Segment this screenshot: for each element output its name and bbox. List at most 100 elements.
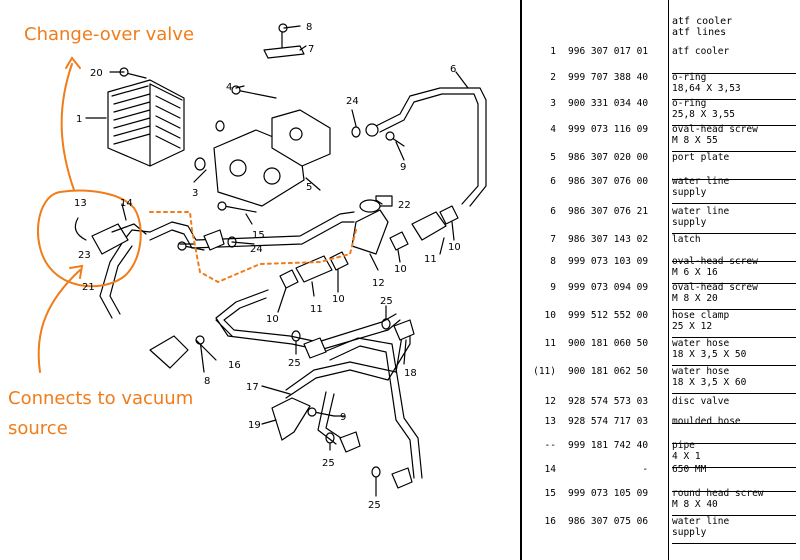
parts-row-description-line2: 25 X 12 [672,320,713,332]
callout-4: 4 [226,82,232,93]
callout-21: 21 [82,282,95,293]
o-ring-3 [194,157,206,171]
parts-row-position: 1 [550,46,556,57]
parts-row-divider [672,543,796,544]
port-plate-5 [213,109,331,207]
callout-20: 20 [90,68,103,79]
parts-row-part-number: 928 574 717 03 [568,416,649,427]
parts-row-description-line2: 25,8 X 3,55 [672,108,735,120]
parts-row-part-number: 900 331 034 40 [568,98,649,109]
parts-row-divider [672,233,796,234]
callout-15: 15 [252,230,265,241]
parts-row-divider [672,423,796,424]
parts-row-description-line2: M 6 X 16 [672,266,718,278]
parts-row-description-line2: supply [672,186,707,198]
parts-row-description-line1: water line [672,516,730,527]
parts-row-part-number: 999 512 552 00 [568,310,649,321]
parts-row-description: disc valve [672,396,798,408]
callout-6: 6 [450,64,456,75]
parts-row-divider [672,365,796,366]
parts-row-description-line1: 650 MM [672,464,707,475]
parts-row-part-number: 986 307 076 21 [568,206,649,217]
parts-row-divider [672,203,796,204]
parts-row-position: 12 [544,396,556,407]
parts-row-description-line2: M 8 X 20 [672,292,718,304]
callout-10-c: 10 [332,294,345,305]
parts-row-divider [672,309,796,310]
header-line-2: atf lines [672,27,727,38]
parts-row-divider [672,151,796,152]
parts-row-description-line2: supply [672,216,707,228]
parts-row-divider [672,283,796,284]
parts-row-position: 2 [550,72,556,83]
parts-row-divider [672,125,796,126]
parts-row: 14 -650 MM [522,462,798,492]
parts-row-divider [672,515,796,516]
parts-row-part-number: 999 181 742 40 [568,440,649,451]
parts-row-divider [672,261,796,262]
parts-row-description-line1: water line [672,176,730,187]
parts-row-description-line1: port plate [672,152,730,163]
parts-list-header: atf cooler atf lines [672,16,732,38]
parts-row-description-line2: 18,64 X 3,53 [672,82,741,94]
parts-row-part-number: 986 307 076 00 [568,176,649,187]
parts-row-description-line1: hose clamp [672,310,730,321]
column-divider [668,0,669,560]
parts-row-description-line1: o-ring [672,98,707,109]
parts-row-position: 4 [550,124,556,135]
parts-row-part-number: 999 073 094 09 [568,282,649,293]
parts-row-position: 10 [544,310,556,321]
disc-valve-12 [351,199,389,255]
parts-row-description-line1: moulded hose [672,416,741,427]
parts-row-description-line2: 18 X 3,5 X 50 [672,348,747,360]
parts-row-position: 7 [550,234,556,245]
parts-row-description-line1: round head screw [672,488,764,499]
annotation-change-over-valve: Change-over valve [24,24,194,45]
parts-row-part-number: 999 707 388 40 [568,72,649,83]
parts-row-divider [672,73,796,74]
callout-10-d: 10 [266,314,279,325]
parts-row-description-line1: pipe [672,440,695,451]
parts-row-part-number: 996 307 017 01 [568,46,649,57]
parts-row-description-line2: supply [672,526,707,538]
callout-25-c: 25 [322,458,335,469]
parts-row-divider [672,491,796,492]
callout-11-a: 11 [424,254,437,265]
latch-7 [263,23,305,59]
parts-row-position: 11 [544,338,556,349]
callout-24-top: 24 [346,96,359,107]
callout-14: 14 [120,198,133,209]
parts-row-description-line1: water hose [672,338,730,349]
parts-row-position: 13 [544,416,556,427]
parts-row-part-number: 999 073 103 09 [568,256,649,267]
o-ring-24 [351,126,361,138]
callout-3: 3 [192,188,198,199]
callout-25-b: 25 [380,296,393,307]
header-line-1: atf cooler [672,16,733,27]
callout-8-top: 8 [306,22,312,33]
callout-10-a: 10 [394,264,407,275]
parts-row-description-line2: M 8 X 55 [672,134,718,146]
callout-25-d: 25 [368,500,381,511]
